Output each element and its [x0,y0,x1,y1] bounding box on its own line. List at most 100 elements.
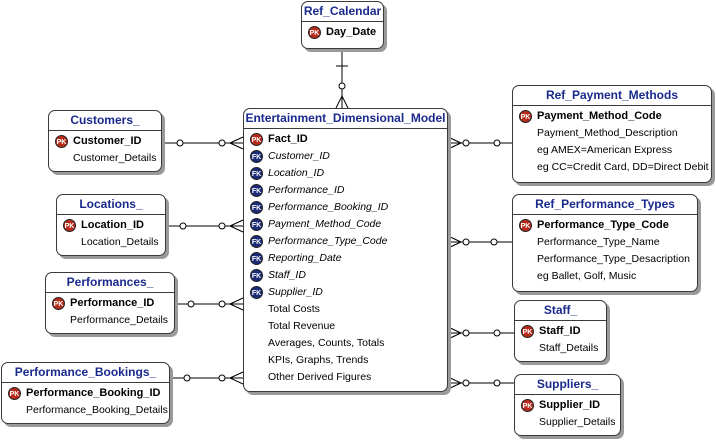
attribute-row: Customer_Details [73,152,157,164]
primary-key-icon: PK [52,297,65,310]
foreign-key-icon: FK [250,252,263,265]
rel-calendar-fact [335,51,349,109]
entity-ref-calendar[interactable]: Ref_Calendar PK Day_Date [301,1,384,49]
attribute-label: Customer_ID [73,135,142,147]
pk-attribute: PK Supplier_ID [515,397,620,414]
attribute-row: eg Ballet, Golf, Music [537,270,637,282]
attribute-label: Performance_Type_Code [537,219,669,231]
primary-key-icon: PK [519,219,532,232]
attribute-row: Location_Details [81,236,159,248]
entity-title: Performances_ [46,273,174,293]
primary-key-icon: PK [250,133,263,146]
entity-title: Ref_Calendar [302,2,383,22]
attribute-label: Performance_ID [70,297,155,309]
attribute-row: Performance_Booking_Details [26,404,168,416]
pk-attribute: PK Location_ID [57,217,165,234]
pk-attribute: PK Day_Date [302,24,383,41]
attribute-label: Performance_Type_Code [268,235,388,247]
entity-customers[interactable]: Customers_ PK Customer_ID Customer_Detai… [48,110,162,172]
pk-attribute: PK Payment_Method_Code [513,108,711,125]
foreign-key-icon: FK [250,235,263,248]
attribute-label: Performance_Booking_ID [268,201,389,213]
pk-attribute: PK Fact_ID [244,131,447,148]
rel-suppliers-fact [447,376,514,390]
attribute-row: KPIs, Graphs, Trends [268,354,369,366]
attribute-row: Total Costs [268,303,320,315]
pk-attribute: PK Performance_Type_Code [513,217,697,234]
fk-attribute: FK Location_ID [244,165,447,182]
fk-attribute: FK Reporting_Date [244,250,447,267]
foreign-key-icon: FK [250,286,263,299]
rel-payment-fact [447,136,512,150]
fk-attribute: FK Performance_Booking_ID [244,199,447,216]
attribute-row: Supplier_Details [539,416,616,428]
attribute-row: eg AMEX=American Express [537,144,673,156]
primary-key-icon: PK [308,26,321,39]
attribute-label: Day_Date [326,26,377,38]
entity-suppliers[interactable]: Suppliers_ PK Supplier_ID Supplier_Detai… [514,374,621,436]
attribute-row: Performance_Type_Desacription [537,253,690,265]
entity-ref-performance-types[interactable]: Ref_Performance_Types PK Performance_Typ… [512,194,698,292]
pk-attribute: PK Performance_Booking_ID [2,385,169,402]
attribute-label: Customer_ID [268,150,330,162]
entity-performances[interactable]: Performances_ PK Performance_ID Performa… [45,272,175,334]
fk-attribute: FK Staff_ID [244,267,447,284]
rel-staff-fact [447,326,514,340]
fk-attribute: FK Performance_Type_Code [244,233,447,250]
entity-fact-table[interactable]: Entertainment_Dimensional_Model PK Fact_… [243,108,448,392]
entity-title: Locations_ [57,195,165,215]
attribute-label: Payment_Method_Code [268,218,382,230]
primary-key-icon: PK [63,219,76,232]
foreign-key-icon: FK [250,184,263,197]
attribute-label: Location_ID [81,219,144,231]
foreign-key-icon: FK [250,218,263,231]
primary-key-icon: PK [521,399,534,412]
foreign-key-icon: FK [250,269,263,282]
attribute-row: eg CC=Credit Card, DD=Direct Debit [537,161,709,173]
attribute-row: Performance_Details [70,314,169,326]
primary-key-icon: PK [8,387,21,400]
entity-title: Staff_ [515,301,606,321]
primary-key-icon: PK [55,135,68,148]
entity-title: Ref_Performance_Types [513,195,697,215]
primary-key-icon: PK [521,325,534,338]
rel-customers-fact [163,136,244,150]
entity-performance-bookings[interactable]: Performance_Bookings_ PK Performance_Boo… [1,362,170,424]
attribute-row: Payment_Method_Description [537,127,678,139]
entity-title: Entertainment_Dimensional_Model [244,109,447,129]
fk-attribute: FK Supplier_ID [244,284,447,301]
attribute-label: Location_ID [268,167,325,179]
rel-bookings-fact [171,371,244,385]
pk-attribute: PK Customer_ID [49,133,161,150]
fk-attribute: FK Performance_ID [244,182,447,199]
attribute-row: Total Revenue [268,320,336,332]
attribute-label: Supplier_ID [268,286,323,298]
attribute-label: Supplier_ID [539,399,601,411]
attribute-row: Other Derived Figures [268,371,372,383]
pk-attribute: PK Performance_ID [46,295,174,312]
attribute-label: Performance_Booking_ID [26,387,161,399]
attribute-label: Fact_ID [268,133,308,145]
entity-title: Ref_Payment_Methods [513,86,711,106]
foreign-key-icon: FK [250,150,263,163]
entity-ref-payment-methods[interactable]: Ref_Payment_Methods PK Payment_Method_Co… [512,85,712,183]
rel-performance-types-fact [447,235,512,249]
attribute-label: Staff_ID [539,325,581,337]
attribute-label: Payment_Method_Code [537,110,662,122]
attribute-row: Averages, Counts, Totals [268,337,385,349]
fk-attribute: FK Payment_Method_Code [244,216,447,233]
attribute-row: Staff_Details [539,342,599,354]
entity-title: Suppliers_ [515,375,620,395]
entity-title: Customers_ [49,111,161,131]
primary-key-icon: PK [519,110,532,123]
entity-staff[interactable]: Staff_ PK Staff_ID Staff_Details [514,300,607,362]
entity-locations[interactable]: Locations_ PK Location_ID Location_Detai… [56,194,166,256]
rel-locations-fact [167,219,244,233]
attribute-label: Reporting_Date [268,252,342,264]
attribute-row: Performance_Type_Name [537,236,660,248]
attribute-label: Performance_ID [268,184,345,196]
entity-title: Performance_Bookings_ [2,363,169,383]
fk-attribute: FK Customer_ID [244,148,447,165]
attribute-label: Staff_ID [268,269,306,281]
